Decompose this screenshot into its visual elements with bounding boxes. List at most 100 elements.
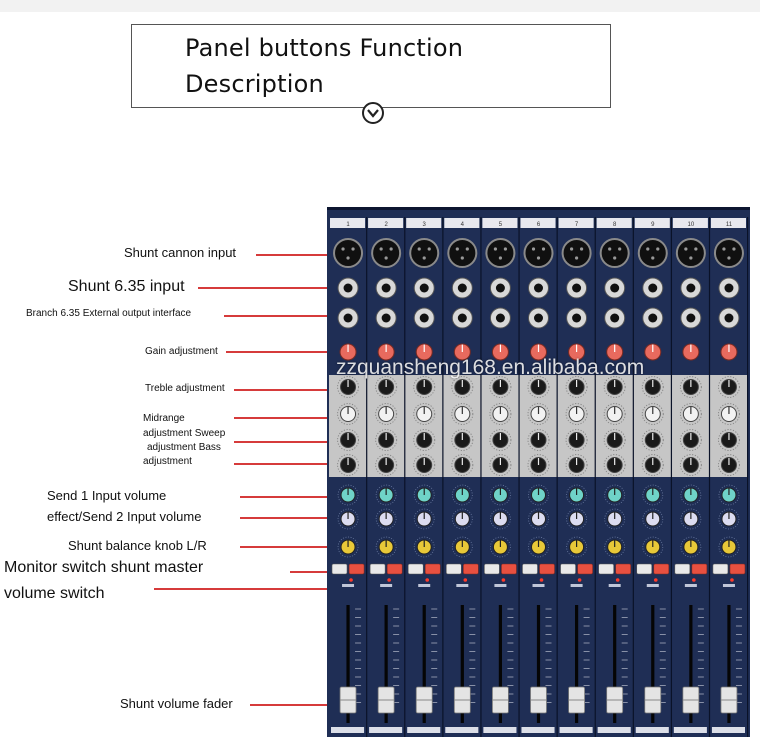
channel-label-strip xyxy=(711,727,745,733)
fader-slot xyxy=(536,605,541,723)
knob-scale xyxy=(641,403,664,425)
channel-number: 7 xyxy=(575,222,579,228)
xlr-pin xyxy=(455,247,459,251)
leader-line xyxy=(250,704,332,706)
peak-led xyxy=(577,578,582,582)
mute-button xyxy=(560,563,576,575)
peak-led xyxy=(387,578,391,582)
leader-line xyxy=(234,417,332,419)
knob-scale xyxy=(717,454,740,476)
knob-scale xyxy=(528,536,549,558)
fader-slot xyxy=(422,605,426,723)
xlr-input-jack xyxy=(523,238,554,268)
knob-scale xyxy=(375,376,398,398)
channel-number-plate xyxy=(596,218,632,228)
jack-hole xyxy=(343,313,353,323)
knob-scale xyxy=(451,484,473,506)
channel-label-strip xyxy=(559,727,593,733)
pfl-label-plate xyxy=(380,584,393,587)
xlr-pin xyxy=(379,247,383,251)
pfl-label-plate xyxy=(494,584,507,587)
knob-scale xyxy=(337,403,360,425)
jack-hole xyxy=(572,313,582,323)
knob-scale xyxy=(527,454,550,476)
xlr-pin xyxy=(498,256,503,260)
mute-button xyxy=(369,563,386,575)
jack-hole xyxy=(381,313,391,323)
xlr-input-jack xyxy=(333,238,364,268)
panel-top-edge xyxy=(327,207,750,210)
knob-scale xyxy=(642,484,664,506)
xlr-pin xyxy=(389,247,393,251)
leader-line xyxy=(234,441,332,443)
xlr-pin xyxy=(689,256,693,260)
label-midrange-4: adjustment xyxy=(143,456,192,467)
xlr-input-jack xyxy=(637,238,668,268)
peak-led xyxy=(692,578,696,582)
knob-scale xyxy=(451,403,474,425)
leader-line xyxy=(154,588,354,590)
mute-button xyxy=(484,563,500,575)
knob-scale xyxy=(604,536,626,558)
knob-scale xyxy=(565,429,588,451)
knob-scale xyxy=(604,484,626,506)
xlr-pin xyxy=(536,256,541,260)
knob-scale xyxy=(642,536,664,558)
jack-hole xyxy=(419,313,429,323)
xlr-input-jack xyxy=(713,238,744,268)
knob-scale xyxy=(489,429,512,451)
channel-divider xyxy=(594,217,596,737)
leader-line xyxy=(224,315,332,317)
xlr-pin xyxy=(613,256,617,260)
channel-label-strip xyxy=(521,727,555,733)
channel-number-plate xyxy=(634,218,670,228)
pfl-button xyxy=(386,563,403,575)
title-box: Panel buttons Function Description xyxy=(131,24,611,108)
xlr-pin xyxy=(608,247,612,251)
knob-scale xyxy=(680,508,702,530)
knob-scale xyxy=(490,508,511,530)
channel-divider xyxy=(747,217,749,737)
knob-scale xyxy=(717,403,740,425)
xlr-input-jack xyxy=(409,238,440,268)
knob-scale xyxy=(490,484,511,506)
jack-hole xyxy=(610,313,620,323)
pfl-button xyxy=(463,563,479,575)
pfl-label-plate xyxy=(532,584,545,587)
peak-led xyxy=(730,578,734,582)
jack-hole xyxy=(534,283,543,293)
channel-number-plate xyxy=(330,218,366,228)
jack-hole xyxy=(724,283,734,293)
channel-number-plate xyxy=(672,218,708,228)
knob-scale xyxy=(337,536,359,558)
xlr-pin xyxy=(579,247,584,251)
knob-scale xyxy=(565,376,588,398)
knob-scale xyxy=(375,484,397,506)
mute-button xyxy=(636,563,653,575)
knob-scale xyxy=(375,403,398,425)
xlr-pin xyxy=(694,247,698,251)
pfl-button xyxy=(539,563,555,575)
knob-scale xyxy=(527,429,550,451)
channel-number-plate xyxy=(406,218,442,228)
chevron-down-icon[interactable] xyxy=(362,102,384,124)
jack-hole xyxy=(457,283,467,293)
leader-line xyxy=(234,389,332,391)
label-branch-output: Branch 6.35 External output interface xyxy=(26,308,192,319)
knob-scale xyxy=(337,429,360,451)
channel-number-plate xyxy=(444,218,480,228)
label-midrange-1: Midrange xyxy=(143,413,185,424)
channel-number: 3 xyxy=(423,222,427,228)
knob-scale xyxy=(489,376,512,398)
channel-number-plate xyxy=(558,218,594,228)
leader-line xyxy=(240,517,332,519)
knob-scale xyxy=(641,429,664,451)
title-line-1: Panel buttons Function xyxy=(185,34,464,62)
channel-number-plate xyxy=(482,218,518,228)
label-treble-adjustment: Treble adjustment xyxy=(145,383,225,394)
pfl-button xyxy=(424,563,441,575)
xlr-pin xyxy=(569,247,574,251)
peak-led xyxy=(425,578,430,582)
knob-scale xyxy=(451,376,474,398)
xlr-pin xyxy=(684,247,688,251)
